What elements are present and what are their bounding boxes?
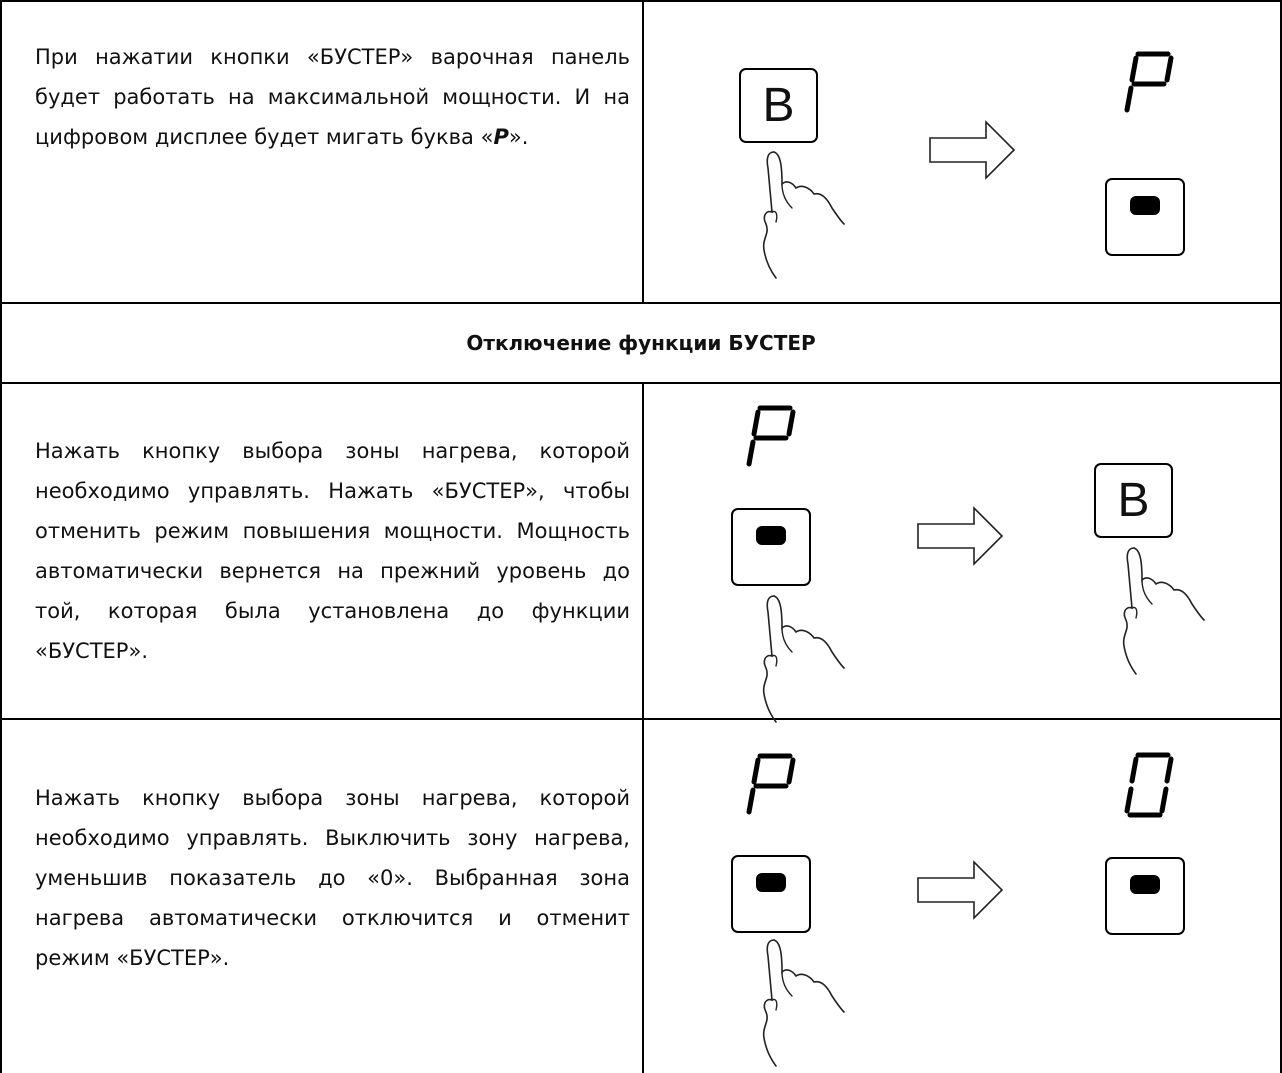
hand-pointer-icon [1122,547,1205,675]
seven-segment-0-icon [1128,753,1174,821]
hand-pointer-icon [762,595,845,723]
table-border-left [0,0,2,1073]
section-header: Отключение функции БУСТЕР [466,331,816,355]
row-divider [0,718,1282,720]
seven-segment-p-icon [1128,52,1174,114]
right-arrow-icon [929,121,1015,179]
zone-indicator [1130,196,1160,215]
table-border-right [1280,0,1282,1073]
row1-description: При нажатии кнопки «БУСТЕР» варочная пан… [35,37,630,157]
seven-segment-p-icon [750,406,796,468]
zone-indicator [756,526,786,545]
column-divider [642,383,644,1073]
zone-key [1105,178,1185,256]
row3-description: Нажать кнопку выбора зоны нагрева, котор… [35,439,630,663]
booster-key-label: B [1117,473,1150,527]
right-arrow-icon [917,861,1003,919]
right-arrow-icon [917,507,1003,565]
zone-key [1105,857,1185,935]
row4-description: Нажать кнопку выбора зоны нагрева, котор… [35,786,630,970]
row1-text: При нажатии кнопки «БУСТЕР» варочная пан… [35,45,630,149]
column-divider [642,0,644,303]
hand-pointer-icon [762,939,845,1067]
row-divider [0,382,1282,384]
row1-text-end: ». [508,125,529,149]
zone-indicator [1130,875,1160,894]
zone-key [731,508,811,586]
row-divider [0,302,1282,304]
zone-indicator [756,873,786,892]
zone-key [731,855,811,933]
booster-key: B [739,68,818,143]
table-border-top [0,0,1282,2]
row1-letter-p: P [493,125,509,149]
seven-segment-p-icon [750,754,796,816]
booster-key-label: B [762,78,795,132]
hand-pointer-icon [762,151,845,279]
booster-key: B [1094,463,1173,538]
